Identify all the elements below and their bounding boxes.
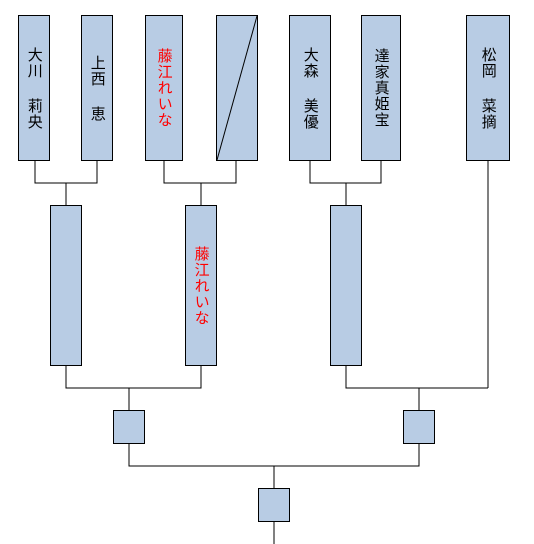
connector-r2-left [65,366,202,389]
player-box-5: 大森 美優 [289,15,331,161]
player-name-2: 上西 恵 [88,54,107,122]
round2-box-3 [330,205,362,366]
semifinal-box-2 [403,410,435,444]
player-name-1: 大川 莉央 [25,46,44,130]
connector-r2-right [345,366,488,389]
player-box-6: 達家真姫宝 [361,15,401,161]
connector-r1-b [163,161,237,184]
final-box [258,488,290,522]
round2-box-1 [50,205,82,366]
round2-box-2: 藤江れいな [185,205,217,366]
bye-box [216,15,258,161]
player-box-3: 藤江れいな [145,15,183,161]
connector-r1-a [34,161,98,184]
player-name-5: 大森 美優 [301,46,320,130]
player-name-3: 藤江れいな [155,48,174,128]
player-name-6: 達家真姫宝 [372,48,391,128]
player-name-7: 松岡 菜摘 [479,46,498,130]
connector-sf [128,444,420,467]
player-box-2: 上西 恵 [81,15,113,161]
connector-r1-c [309,161,382,184]
player-box-7: 松岡 菜摘 [466,15,510,161]
player-box-1: 大川 莉央 [18,15,50,161]
bye-slash [217,16,257,160]
round2-name-2: 藤江れいな [192,245,211,326]
semifinal-box-1 [113,410,145,444]
